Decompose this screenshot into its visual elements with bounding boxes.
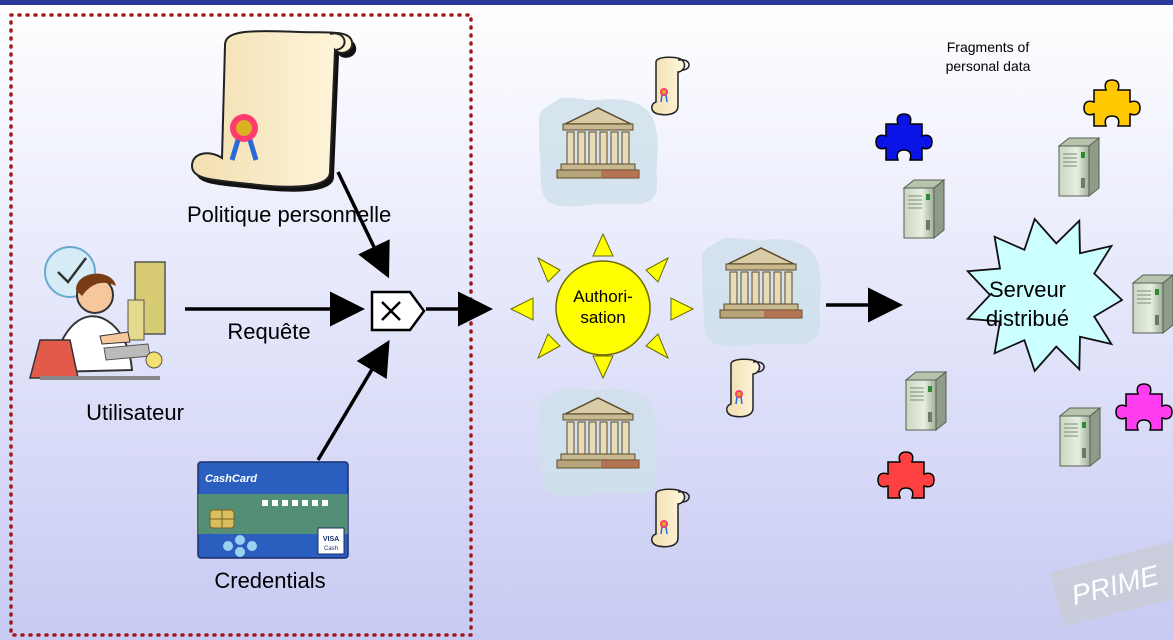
user-at-computer-icon [29,246,166,380]
authority-building-icon [701,236,822,348]
combine-icon [381,301,401,321]
authority-building-icon [538,96,659,208]
server-icon [903,179,945,239]
puzzle-piece-magenta-icon [1115,383,1173,431]
authorisation-sun [509,232,695,380]
arrow-policy-to-combiner [336,171,390,279]
distributed-server-star [965,217,1124,373]
cash-card-icon [197,461,349,559]
request-label: Requête [227,319,311,344]
puzzle-piece-blue-icon [875,113,933,161]
card-visa-text: VISA [323,536,339,543]
credentials-label: Credentials [214,568,326,593]
server-icon [905,371,947,431]
authorisation-label: Authori-sation [573,287,633,327]
fragments-label: Fragments of personal data [945,39,1031,74]
server-icon [1058,137,1100,197]
card-cash-text: Cash [324,546,338,552]
top-bar [0,0,1173,5]
policy-scroll-small-icon [650,56,690,116]
policy-scroll-small-icon [650,488,690,548]
puzzle-piece-yellow-icon [1083,79,1141,127]
policy-label: Politique personnelle [187,202,392,227]
combiner-block [370,290,426,332]
card-brand-text: CashCard [205,473,257,485]
server-icon [1059,407,1101,467]
server-icon [1132,274,1173,334]
policy-scroll-icon [190,30,357,192]
authority-building-icon [538,386,659,498]
arrow-credentials-to-combiner [316,339,390,461]
puzzle-piece-red-icon [877,451,935,499]
prime-watermark: PRIME [1050,540,1173,627]
policy-scroll-small-icon [725,358,765,418]
distributed-server-label: Serveur distribué [985,277,1070,331]
user-label: Utilisateur [86,400,184,425]
